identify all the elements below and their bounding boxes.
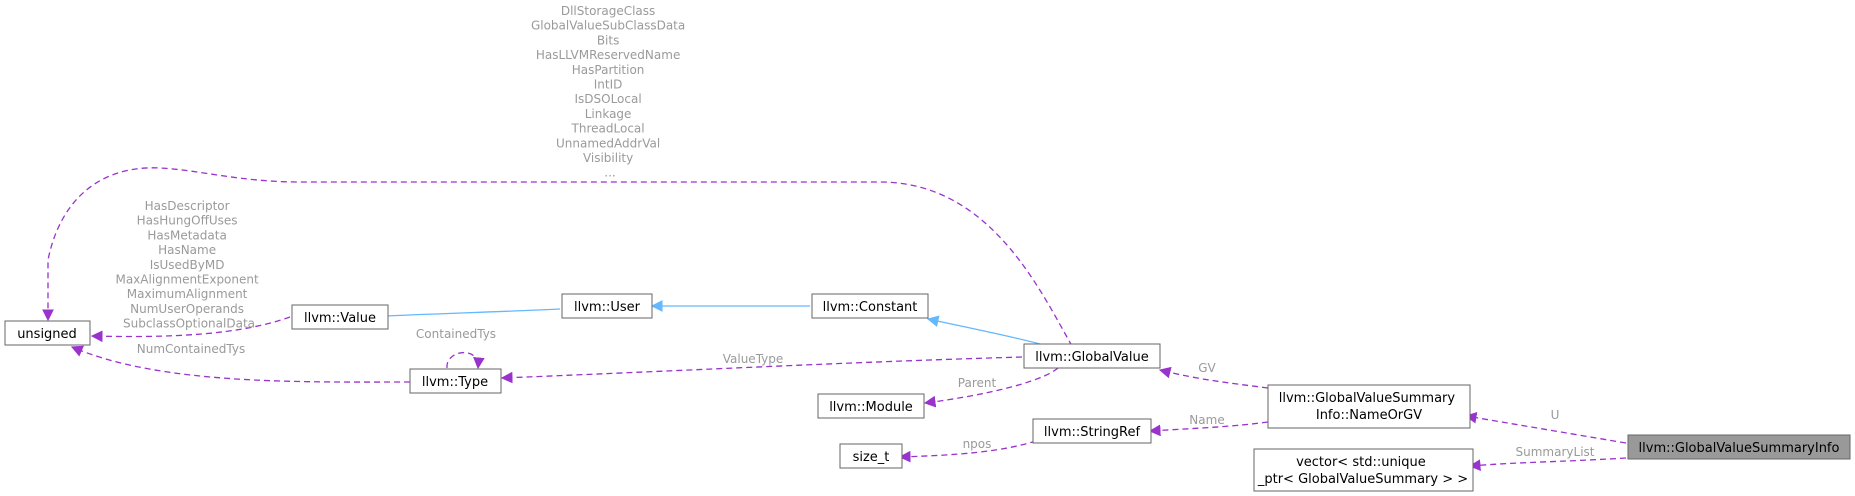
node-vector-label: vector< std::unique _ptr< GlobalValueSum… [1257,455,1468,487]
node-llvm-globalvalue-label: llvm::GlobalValue [1035,350,1149,365]
node-llvm-value[interactable]: llvm::Value [291,304,389,330]
node-unsigned[interactable]: unsigned [4,320,91,346]
node-llvm-stringref-label: llvm::StringRef [1044,425,1141,440]
label-globalvalue-type: ValueType [723,352,784,366]
node-llvm-user-label: llvm::User [574,300,641,315]
node-llvm-type-label: llvm::Type [422,375,488,390]
node-llvm-type[interactable]: llvm::Type [409,368,502,394]
edge-globalvalue-to-type [500,356,1023,384]
label-value-unsigned: HasDescriptor HasHungOffUses HasMetadata… [115,199,262,331]
node-llvm-globalvalue[interactable]: llvm::GlobalValue [1023,343,1161,369]
label-nameorgv-stringref: Name [1189,413,1224,427]
node-nameorgv-label: llvm::GlobalValueSummary Info::NameOrGV [1279,391,1459,423]
label-type-self: ContainedTys [416,327,496,341]
label-focus-nameorgv: U [1551,408,1560,422]
edge-stringref-to-sizet [898,440,1037,463]
node-llvm-user[interactable]: llvm::User [561,293,653,319]
label-globalvalue-unsigned: DllStorageClass GlobalValueSubClassData … [531,4,689,180]
node-size-t[interactable]: size_t [839,443,903,469]
edge-globalvalue-to-constant [926,315,1041,345]
label-focus-vector: SummaryList [1516,445,1595,459]
edge-focus-to-vector [1468,457,1627,471]
label-globalvalue-module: Parent [958,376,997,390]
node-llvm-constant[interactable]: llvm::Constant [811,293,929,319]
edge-type-to-unsigned [70,345,411,383]
node-llvm-module[interactable]: llvm::Module [817,393,925,419]
edge-nameorgv-to-globalvalue [1158,366,1269,389]
edge-focus-to-nameorgv [1464,411,1627,444]
node-llvm-value-label: llvm::Value [304,311,376,326]
edge-globalvalue-to-unsigned [42,167,1073,347]
node-llvm-constant-label: llvm::Constant [823,300,918,315]
node-llvm-stringref[interactable]: llvm::StringRef [1032,418,1152,444]
node-llvm-globalvaluesummaryinfo[interactable]: llvm::GlobalValueSummaryInfo [1627,434,1851,460]
label-stringref-sizet: npos [963,437,992,451]
node-llvm-module-label: llvm::Module [829,400,913,415]
label-nameorgv-globalvalue: GV [1198,361,1216,375]
node-focus-label: llvm::GlobalValueSummaryInfo [1639,441,1840,456]
label-type-unsigned: NumContainedTys [137,342,245,356]
node-globalvaluesummaryinfo-nameorgv[interactable]: llvm::GlobalValueSummary Info::NameOrGV [1267,384,1471,429]
edge-user-to-value [362,308,561,323]
edge-value-to-unsigned [90,316,291,343]
node-vector-unique-ptr[interactable]: vector< std::unique _ptr< GlobalValueSum… [1253,448,1474,492]
node-unsigned-label: unsigned [17,327,77,342]
node-size-t-label: size_t [853,450,890,465]
edge-type-self [446,351,485,370]
edge-nameorgv-to-stringref [1148,421,1269,437]
